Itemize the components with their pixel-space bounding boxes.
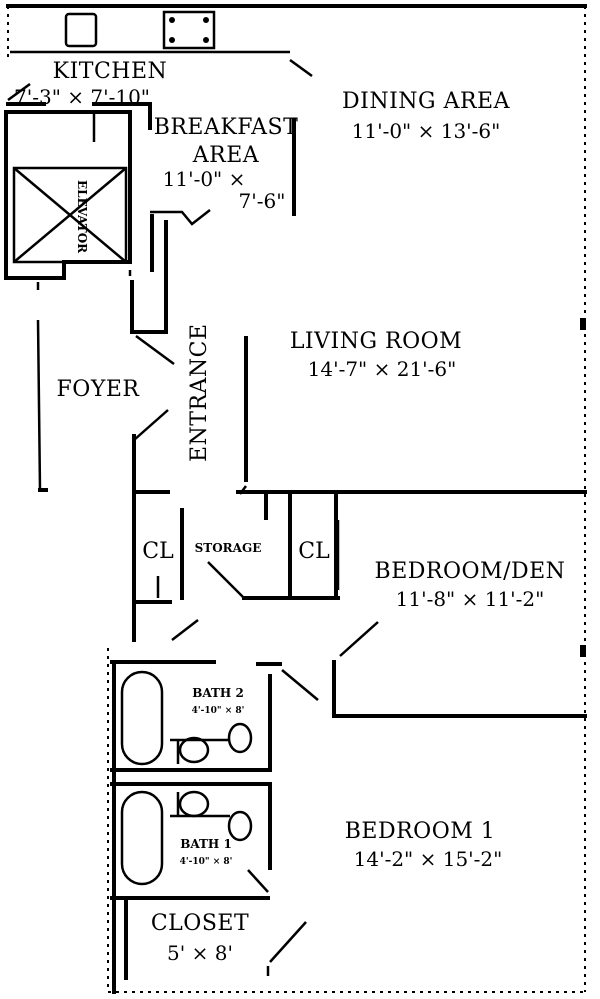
living-label: LIVING ROOM [290,329,462,354]
living-dims: 14'-7" × 21'-6" [308,357,457,381]
bedroom1-dims: 14'-2" × 15'-2" [354,847,503,871]
breakfast-dims-1: 11'-0" × [163,167,246,191]
kitchen-label: KITCHEN [53,59,168,84]
exterior-walls [6,4,587,993]
bath2-label: BATH 2 [192,686,244,700]
closet-walls [124,900,307,980]
bath-walls [110,660,319,994]
elevator-label: ELEVATOR [75,180,89,254]
kitchen-dims: 7'-3" × 7'-10" [14,85,150,109]
kitchen-counter [10,10,313,78]
bath1-toilet [227,810,253,842]
bath2-dims: 4'-10" × 8' [192,706,245,716]
elevator-shaft [4,110,132,280]
breakfast-dims-2: 7'-6" [239,189,286,213]
bath1-dims: 4'-10" × 8' [180,857,233,867]
bath2-tub [120,670,164,766]
bath2-toilet [227,722,253,754]
storage-closets [132,490,340,642]
bath1-label: BATH 1 [180,837,232,851]
foyer-label: FOYER [57,377,141,402]
closet-a-label: CL [142,539,174,564]
bath1-tub [120,790,164,886]
entrance-label: ENTRANCE [187,323,212,462]
storage-label: STORAGE [195,541,262,555]
dining-dims: 11'-0" × 13'-6" [352,119,501,143]
bath2-sink [178,736,210,764]
dining-label: DINING AREA [342,89,511,114]
closet-dims: 5' × 8' [167,941,233,965]
bedroom-den-label: BEDROOM/DEN [375,559,566,584]
bath1-sink [178,790,210,818]
bedroom-den-dims: 11'-8" × 11'-2" [396,587,545,611]
breakfast-label-2: AREA [192,143,260,168]
bedroom-den-walls [332,621,587,718]
foyer-walls [36,214,248,492]
bedroom1-label: BEDROOM 1 [345,819,496,844]
closet-label: CLOSET [151,911,249,936]
breakfast-label-1: BREAKFAST [154,115,299,140]
kitchen-walls [6,82,296,226]
living-bedroom-walls [236,485,587,495]
closet-b-label: CL [298,539,330,564]
